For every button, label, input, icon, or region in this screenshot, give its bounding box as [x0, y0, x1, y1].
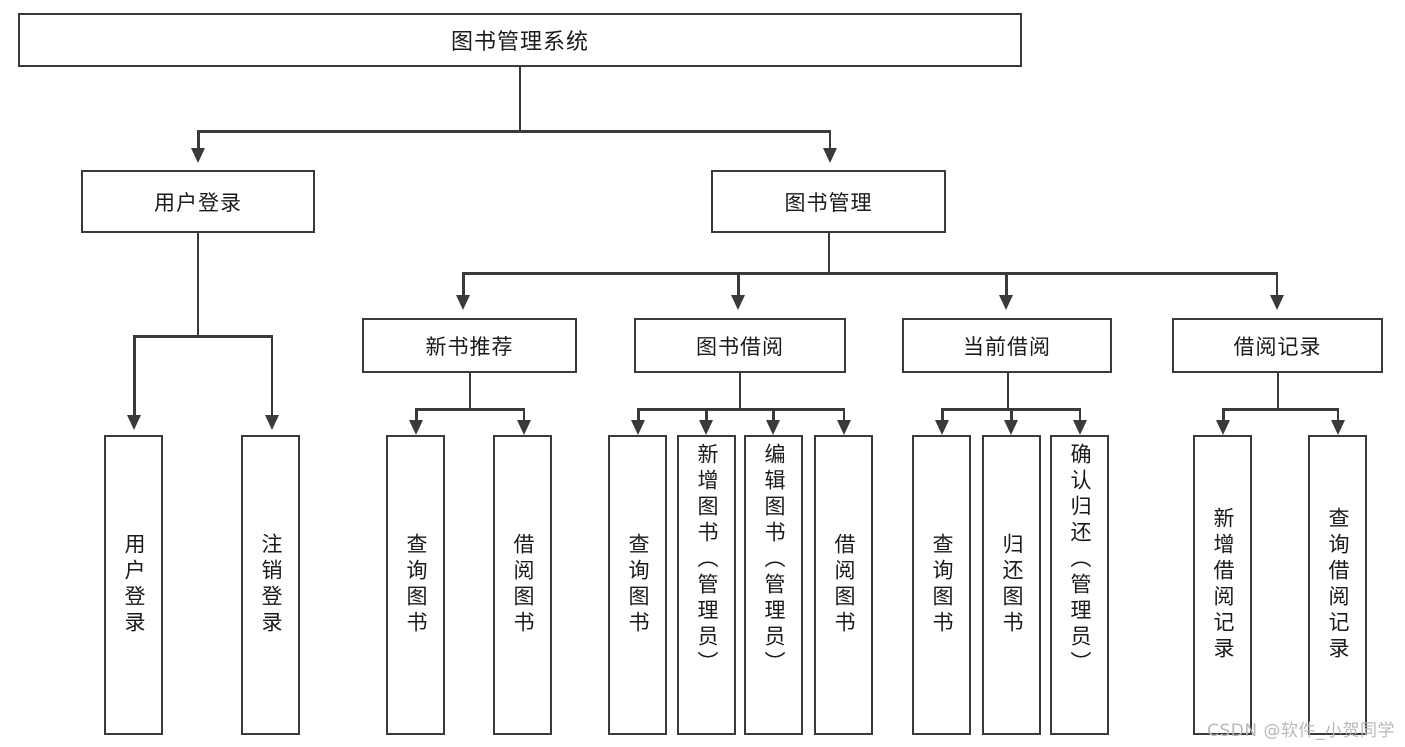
node-leaf-query-book-cur[interactable]: 查询图书 — [912, 435, 971, 735]
arrow-to-current-borrow — [999, 295, 1013, 310]
node-leaf-return-book[interactable]: 归还图书 — [982, 435, 1041, 735]
arrow-to-leaf-add-book — [699, 420, 713, 435]
connector-drop-leaf-confirm-return — [1078, 408, 1081, 422]
node-leaf-query-book-bor[interactable]: 查询图书 — [608, 435, 667, 735]
connector-drop-leaf-add-borrow-record — [1222, 408, 1225, 422]
connector-drop-new-book-recommend — [462, 272, 465, 298]
arrow-to-leaf-return-book — [1004, 420, 1018, 435]
arrow-to-leaf-query-book-rec — [409, 420, 423, 435]
connector-book-manage-bus — [462, 272, 1278, 275]
connector-drop-leaf-user-logout — [270, 335, 273, 418]
connector-drop-leaf-borrow-book-rec — [522, 408, 525, 422]
arrow-to-leaf-user-logout — [265, 415, 279, 430]
node-leaf-confirm-return[interactable]: 确认归还（管理员） — [1050, 435, 1109, 735]
node-leaf-query-borrow-record[interactable]: 查询借阅记录 — [1308, 435, 1367, 735]
arrow-to-borrow-record — [1270, 295, 1284, 310]
node-book-manage[interactable]: 图书管理 — [711, 170, 946, 233]
connector-drop-book-borrow — [737, 272, 740, 298]
connector-root-drop-book-manage — [828, 130, 831, 152]
connector-user-login-stem — [196, 233, 199, 335]
connector-drop-leaf-query-borrow-record — [1336, 408, 1339, 422]
node-leaf-add-borrow-record[interactable]: 新增借阅记录 — [1193, 435, 1252, 735]
node-leaf-query-book-rec[interactable]: 查询图书 — [386, 435, 445, 735]
node-leaf-user-logout[interactable]: 注销登录 — [241, 435, 300, 735]
csdn-watermark: CSDN @软件_小贺同学 — [1207, 721, 1395, 741]
node-borrow-record[interactable]: 借阅记录 — [1172, 318, 1383, 373]
arrow-to-leaf-user-login — [127, 415, 141, 430]
node-leaf-user-login[interactable]: 用户登录 — [104, 435, 163, 735]
node-leaf-edit-book[interactable]: 编辑图书（管理员） — [744, 435, 803, 735]
arrow-to-leaf-edit-book — [766, 420, 780, 435]
arrow-to-leaf-query-book-cur — [935, 420, 949, 435]
connector-drop-leaf-add-book — [705, 408, 708, 422]
connector-current-borrow-stem — [1006, 373, 1009, 408]
node-current-borrow[interactable]: 当前借阅 — [902, 318, 1112, 373]
connector-book-borrow-stem — [738, 373, 741, 408]
connector-user-login-bus — [133, 335, 273, 338]
connector-drop-borrow-record — [1275, 272, 1278, 298]
connector-drop-leaf-edit-book — [772, 408, 775, 422]
connector-book-manage-stem — [827, 233, 830, 272]
connector-new-book-recommend-stem — [468, 373, 471, 408]
arrow-to-book-borrow — [731, 295, 745, 310]
connector-borrow-record-bus — [1222, 408, 1339, 411]
arrow-to-book-manage — [823, 148, 837, 163]
connector-drop-leaf-query-book-rec — [415, 408, 418, 422]
node-root-book-management-system[interactable]: 图书管理系统 — [18, 13, 1022, 67]
connector-borrow-record-stem — [1276, 373, 1279, 408]
connector-root-bus — [197, 130, 831, 133]
connector-root-drop-user-login — [197, 130, 200, 152]
connector-drop-leaf-query-book-bor — [637, 408, 640, 422]
connector-drop-current-borrow — [1005, 272, 1008, 298]
connector-book-borrow-bus — [637, 408, 845, 411]
node-book-borrow[interactable]: 图书借阅 — [634, 318, 846, 373]
arrow-to-leaf-confirm-return — [1073, 420, 1087, 435]
connector-root-stem — [518, 67, 521, 130]
node-user-login[interactable]: 用户登录 — [81, 170, 315, 233]
connector-drop-leaf-borrow-book — [842, 408, 845, 422]
connector-drop-leaf-query-book-cur — [941, 408, 944, 422]
connector-drop-leaf-return-book — [1010, 408, 1013, 422]
node-leaf-borrow-book-rec[interactable]: 借阅图书 — [493, 435, 552, 735]
node-new-book-recommend[interactable]: 新书推荐 — [362, 318, 577, 373]
connector-new-book-recommend-bus — [415, 408, 525, 411]
arrow-to-new-book-recommend — [456, 295, 470, 310]
connector-drop-leaf-user-login — [133, 335, 136, 418]
node-leaf-add-book[interactable]: 新增图书（管理员） — [677, 435, 736, 735]
arrow-to-leaf-borrow-book — [837, 420, 851, 435]
arrow-to-leaf-borrow-book-rec — [517, 420, 531, 435]
arrow-to-leaf-query-borrow-record — [1331, 420, 1345, 435]
arrow-to-leaf-add-borrow-record — [1216, 420, 1230, 435]
node-leaf-borrow-book[interactable]: 借阅图书 — [814, 435, 873, 735]
arrow-to-user-login — [191, 148, 205, 163]
arrow-to-leaf-query-book-bor — [631, 420, 645, 435]
